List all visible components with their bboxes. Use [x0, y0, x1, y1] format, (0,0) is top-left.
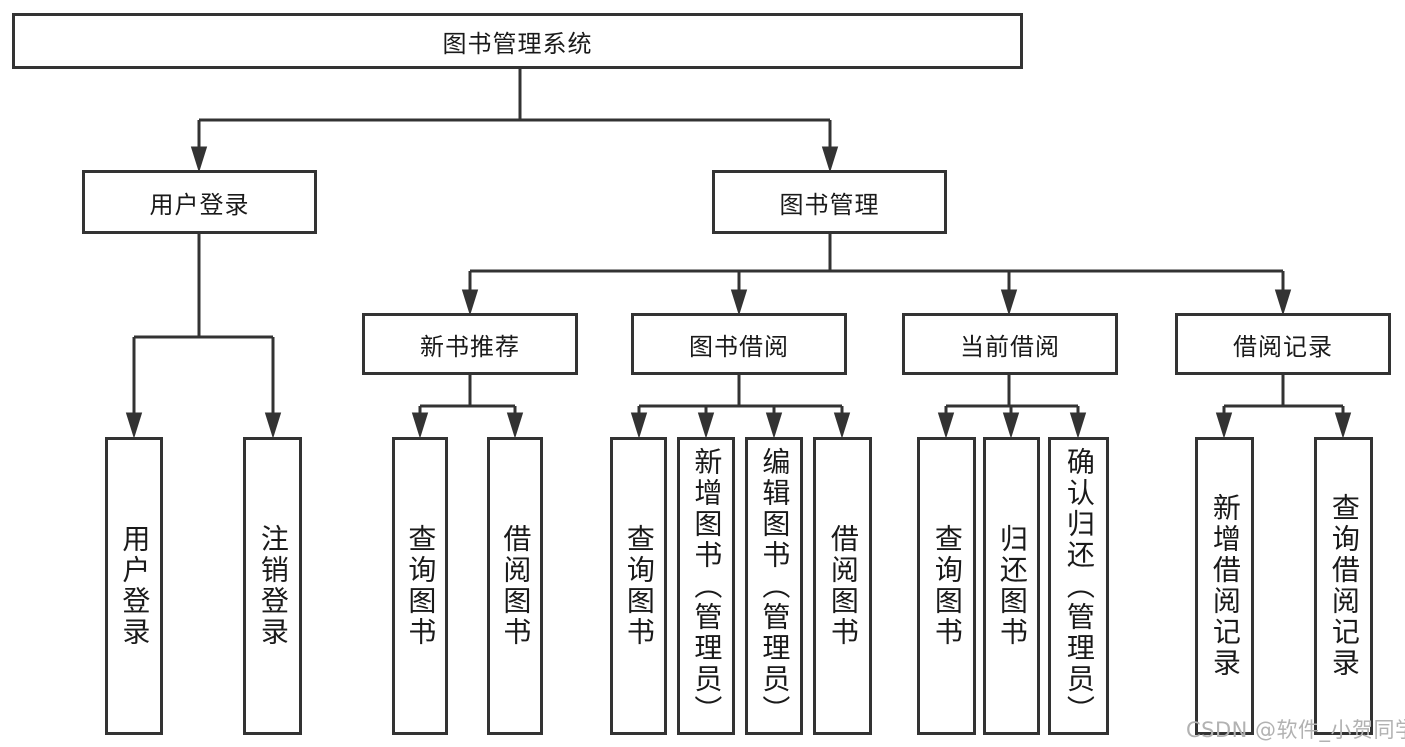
arrow-down-icon — [461, 289, 479, 316]
node-label: 新书推荐 — [420, 332, 520, 361]
leaf-node-add-borrow-record: 新增借阅记录 — [1195, 437, 1254, 735]
arrow-down-icon — [630, 412, 648, 439]
arrow-down-icon — [125, 412, 143, 439]
node-label: 新增图书（管理员） — [690, 446, 724, 726]
arrow-down-icon — [1334, 412, 1352, 439]
arrow-down-icon — [765, 412, 783, 439]
node-label: 用户登录 — [118, 524, 152, 648]
arrow-down-icon — [506, 412, 524, 439]
node-label: 图书借阅 — [689, 332, 789, 361]
node-current-borrow: 当前借阅 — [902, 313, 1118, 375]
connector-newbook-to-leaves — [411, 375, 524, 439]
node-book-borrow: 图书借阅 — [631, 313, 847, 375]
node-label: 用户登录 — [149, 190, 250, 219]
leaf-node-query-books-recommend: 查询图书 — [392, 437, 448, 735]
node-label: 当前借阅 — [960, 332, 1060, 361]
arrow-down-icon — [411, 412, 429, 439]
node-label: 查询借阅记录 — [1327, 493, 1361, 679]
node-user-login: 用户登录 — [82, 170, 317, 234]
leaf-node-confirm-return-admin: 确认归还（管理员） — [1048, 437, 1109, 735]
connector-bookmgmt-to-level3 — [461, 234, 1292, 316]
arrow-down-icon — [1000, 289, 1018, 316]
arrow-down-icon — [1215, 412, 1233, 439]
node-label: 查询图书 — [622, 524, 656, 648]
leaf-node-borrow-books: 借阅图书 — [813, 437, 872, 735]
leaf-node-borrow-books-recommend: 借阅图书 — [487, 437, 543, 735]
node-borrow-records: 借阅记录 — [1175, 313, 1391, 375]
arrow-down-icon — [264, 412, 282, 439]
connector-bookborrow-to-leaves — [630, 375, 851, 439]
connector-userlogin-to-leaves — [125, 234, 282, 439]
arrow-down-icon — [1002, 412, 1020, 439]
node-label: 图书管理系统 — [442, 29, 593, 58]
watermark: CSDN @软件_小贺同学 — [1186, 718, 1405, 742]
arrow-down-icon — [697, 412, 715, 439]
node-label: 新增借阅记录 — [1208, 493, 1242, 679]
node-label: 归还图书 — [995, 524, 1029, 648]
leaf-node-edit-books-admin: 编辑图书（管理员） — [745, 437, 803, 735]
leaf-node-query-books-current: 查询图书 — [917, 437, 976, 735]
node-label: 查询图书 — [404, 524, 438, 648]
node-label: 借阅图书 — [499, 524, 533, 648]
leaf-node-user-login: 用户登录 — [105, 437, 163, 735]
node-system-root: 图书管理系统 — [12, 13, 1023, 69]
node-label: 注销登录 — [256, 524, 290, 648]
node-book-management: 图书管理 — [712, 170, 947, 234]
arrow-down-icon — [1274, 289, 1292, 316]
leaf-node-add-books-admin: 新增图书（管理员） — [677, 437, 735, 735]
node-label: 借阅图书 — [826, 524, 860, 648]
arrow-down-icon — [937, 412, 955, 439]
leaf-node-query-borrow-record: 查询借阅记录 — [1314, 437, 1373, 735]
arrow-down-icon — [833, 412, 851, 439]
connector-records-to-leaves — [1215, 375, 1352, 439]
node-label: 图书管理 — [779, 190, 880, 219]
arrow-down-icon — [190, 146, 208, 173]
node-label: 编辑图书（管理员） — [758, 446, 792, 726]
arrow-down-icon — [1069, 412, 1087, 439]
connector-currentborrow-to-leaves — [937, 375, 1087, 439]
arrow-down-icon — [730, 289, 748, 316]
node-label: 确认归还（管理员） — [1062, 446, 1096, 726]
arrow-down-icon — [821, 146, 839, 173]
node-label: 查询图书 — [930, 524, 964, 648]
connector-root-to-level2 — [190, 69, 839, 173]
leaf-node-return-books: 归还图书 — [983, 437, 1040, 735]
node-new-book-recommend: 新书推荐 — [362, 313, 578, 375]
leaf-node-query-books-borrow: 查询图书 — [610, 437, 667, 735]
node-label: 借阅记录 — [1233, 332, 1333, 361]
leaf-node-logout: 注销登录 — [243, 437, 302, 735]
